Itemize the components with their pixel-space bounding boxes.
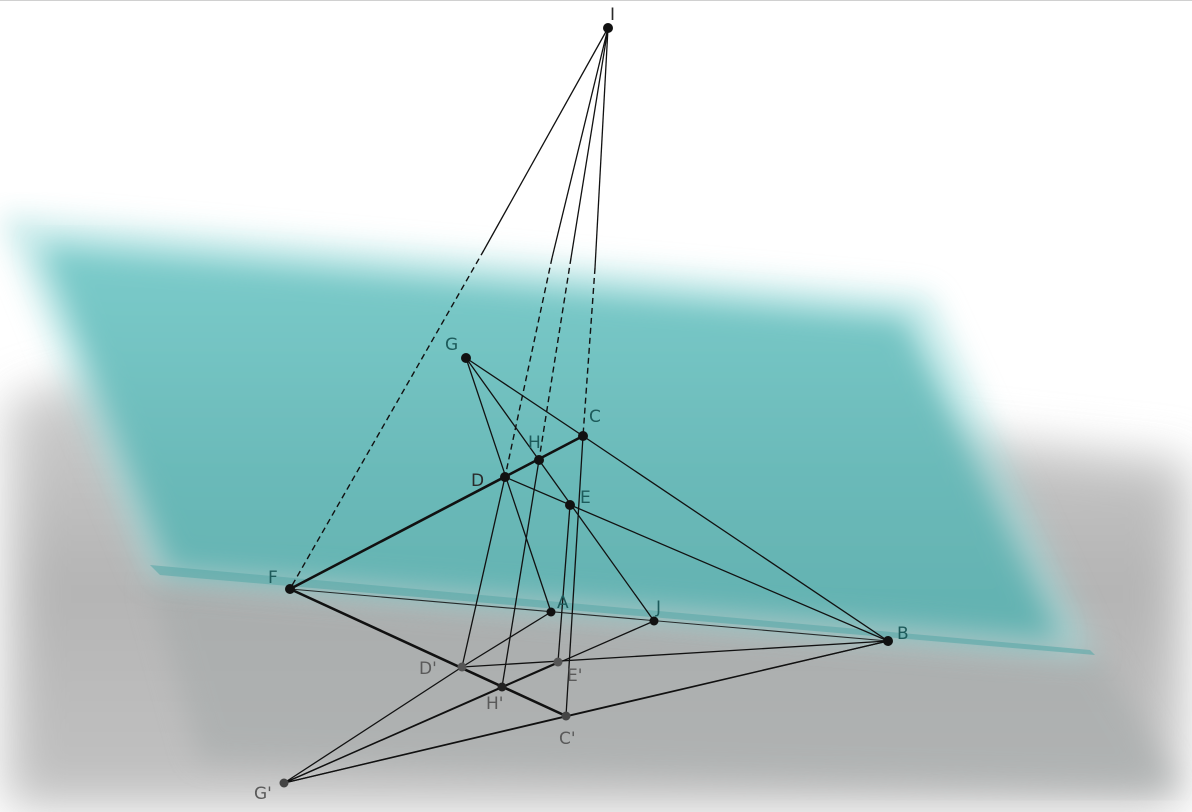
edge-FC <box>289 434 584 591</box>
line-G'C' <box>283 715 567 784</box>
line-C'B <box>565 640 889 717</box>
line-GA <box>465 357 552 613</box>
line-IH-top <box>570 27 609 259</box>
dashed-lines <box>289 249 596 590</box>
label-G: G <box>445 335 458 355</box>
upper-plane <box>0 215 1098 660</box>
bold-edges <box>289 434 584 718</box>
point-E <box>565 500 575 510</box>
point-A <box>546 607 556 617</box>
dashed-line-IF <box>289 249 485 590</box>
point-E-prime <box>553 657 563 667</box>
label-H: H <box>528 433 541 453</box>
line-G'D' <box>283 666 463 784</box>
label-B: B <box>897 624 909 644</box>
label-E-prime: E' <box>567 666 582 686</box>
line-GC <box>465 357 584 437</box>
edge-FC' <box>289 587 567 718</box>
line-FB <box>289 588 889 642</box>
label-C: C <box>589 407 601 427</box>
point-D <box>500 472 510 482</box>
point-H-prime <box>497 682 507 692</box>
line-D'B <box>461 640 889 668</box>
point-B <box>883 636 893 646</box>
point-H <box>534 455 544 465</box>
line-G'E' <box>283 661 559 784</box>
point-G <box>461 353 471 363</box>
label-F: F <box>268 568 278 588</box>
line-HH' <box>501 459 540 688</box>
label-H-prime: H' <box>486 694 503 714</box>
label-J: J <box>655 598 661 618</box>
line-D'A <box>461 611 552 668</box>
label-C-prime: C' <box>559 729 576 749</box>
line-CB <box>582 435 889 642</box>
label-A: A <box>557 593 569 613</box>
label-E: E <box>580 488 591 508</box>
top-border <box>0 0 1192 1</box>
point-C <box>578 431 588 441</box>
line-IF-top <box>483 27 609 251</box>
point-D-prime <box>457 662 467 672</box>
points <box>279 23 893 788</box>
figure-lines <box>283 357 889 784</box>
point-I <box>603 23 613 33</box>
label-D: D <box>471 471 484 491</box>
line-EE' <box>557 504 571 663</box>
line-ID-top <box>551 27 609 259</box>
point-C-prime <box>561 711 571 721</box>
line-DD' <box>461 476 506 668</box>
label-I: I <box>610 5 615 25</box>
point-F <box>285 584 295 594</box>
dashed-line-IH <box>538 257 572 461</box>
label-G-prime: G' <box>254 784 272 804</box>
line-IC-top <box>594 27 609 269</box>
upper-lines <box>483 27 609 269</box>
line-GJ <box>465 357 655 622</box>
point-J <box>649 616 659 626</box>
label-D-prime: D' <box>419 659 437 679</box>
dashed-line-ID <box>504 257 553 478</box>
labels: I G C H D E F A J B D' E' H' C' G' <box>254 5 909 804</box>
dashed-line-IC <box>582 267 596 437</box>
point-G-prime <box>279 778 289 788</box>
line-CC' <box>565 435 584 717</box>
